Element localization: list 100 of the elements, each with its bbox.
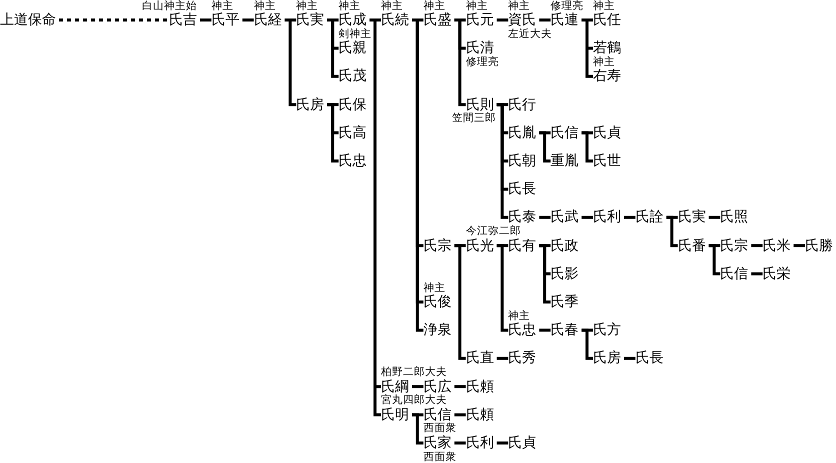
person-name: 氏俊 (423, 294, 452, 310)
person-name: 氏平 (211, 12, 240, 28)
lineage-line (582, 216, 593, 219)
person-name: 氏勝 (805, 238, 833, 254)
lineage-line (794, 244, 805, 248)
lineage-line (751, 272, 763, 276)
person-name: 氏親 (338, 40, 367, 56)
person-name: 氏信 (720, 266, 748, 282)
person-name: 資氏 (508, 12, 536, 28)
title-note: 宮丸四郎大夫 (381, 395, 447, 406)
person-name: 氏栄 (762, 266, 791, 282)
person-name: 氏胤 (508, 124, 536, 141)
person-name: 氏利 (593, 209, 621, 226)
person-name: 氏家 (423, 435, 452, 451)
lineage-line (412, 385, 424, 388)
lineage-line (496, 103, 508, 219)
person-name: 氏信 (550, 124, 579, 141)
dashed-lineage-line (59, 18, 169, 22)
person-name: 氏光 (466, 238, 494, 254)
lineage-line (751, 244, 763, 248)
person-name: 氏連 (550, 12, 579, 28)
person-name: 氏成 (338, 12, 367, 28)
person-name: 氏武 (550, 209, 579, 226)
title-note: 今江弥二郎 (466, 226, 521, 238)
lineage-line (200, 18, 212, 22)
title-note: 剣神主 (338, 28, 372, 40)
person-name: 氏実 (296, 12, 324, 28)
person-name: 氏吉 (169, 12, 197, 28)
person-name: 氏宗 (423, 238, 452, 254)
person-name: 氏茂 (338, 68, 367, 84)
person-name: 氏信 (423, 406, 452, 423)
person-name: 氏実 (678, 209, 706, 226)
lineage-line (412, 413, 424, 444)
person-name: 氏高 (338, 124, 367, 141)
lineage-line (327, 103, 339, 162)
person-name: 氏明 (381, 406, 409, 423)
lineage-line (539, 216, 551, 219)
person-name: 上道保命 (0, 12, 56, 28)
person-name: 氏房 (296, 96, 324, 113)
person-name: 氏直 (466, 350, 494, 366)
lineage-line (327, 18, 339, 78)
person-name: 右寿 (593, 68, 621, 84)
person-name: 氏忠 (338, 153, 367, 169)
person-name: 氏貞 (593, 124, 621, 141)
lineage-line (666, 216, 678, 248)
lineage-line (539, 328, 551, 332)
lineage-line (708, 216, 720, 219)
person-name: 氏影 (550, 266, 579, 282)
person-name: 氏続 (381, 12, 409, 28)
lineage-line (242, 18, 254, 22)
person-name: 氏番 (678, 238, 706, 254)
person-name: 氏利 (466, 435, 494, 451)
person-name: 氏長 (508, 181, 536, 198)
person-name: 重胤 (550, 153, 579, 169)
person-name: 氏元 (466, 12, 494, 28)
lineage-line (582, 131, 593, 162)
person-name: 氏頼 (466, 378, 494, 395)
person-name: 氏長 (635, 350, 664, 366)
lineage-line (496, 18, 508, 22)
person-name: 氏方 (593, 322, 621, 338)
lineage-line (284, 18, 296, 106)
lineage-line (539, 131, 551, 162)
person-name: 氏則 (466, 96, 494, 113)
person-name: 氏綱 (381, 378, 409, 395)
title-note: 左近大夫 (508, 28, 552, 40)
person-name: 氏朝 (508, 153, 536, 169)
lineage-line (624, 356, 636, 360)
person-name: 氏政 (550, 238, 579, 254)
title-note: 修理亮 (466, 56, 499, 68)
person-name: 氏経 (254, 12, 282, 28)
person-name: 氏盛 (423, 12, 452, 28)
person-name: 氏泰 (508, 209, 536, 226)
lineage-line (708, 244, 720, 276)
lineage-line (454, 385, 466, 388)
lineage-line (539, 244, 551, 304)
title-note: 神主 (423, 282, 446, 294)
person-name: 氏秀 (508, 350, 536, 366)
lineage-line (454, 18, 466, 106)
person-name: 氏春 (550, 322, 579, 338)
person-name: 氏米 (762, 238, 791, 254)
person-name: 氏季 (550, 294, 579, 310)
title-note: 神主 (508, 310, 530, 322)
person-name: 若鶴 (593, 40, 621, 56)
person-name: 氏清 (466, 40, 494, 56)
lineage-line (582, 328, 593, 360)
person-name: 氏宗 (720, 238, 748, 254)
lineage-line (454, 442, 466, 444)
person-name: 氏忠 (508, 322, 536, 338)
title-note: 西面衆 (423, 423, 456, 434)
title-note: 柏野二郎大夫 (381, 367, 447, 378)
lineage-line (539, 18, 551, 22)
lineage-line (496, 356, 508, 360)
lineage-line (496, 244, 508, 332)
lineage-line (624, 216, 636, 219)
person-name: 氏房 (593, 350, 621, 366)
person-name: 氏貞 (508, 435, 536, 451)
lineage-line (582, 18, 593, 78)
title-note: 西面衆 (423, 452, 456, 462)
person-name: 氏広 (423, 378, 452, 395)
lineage-line (454, 244, 466, 360)
